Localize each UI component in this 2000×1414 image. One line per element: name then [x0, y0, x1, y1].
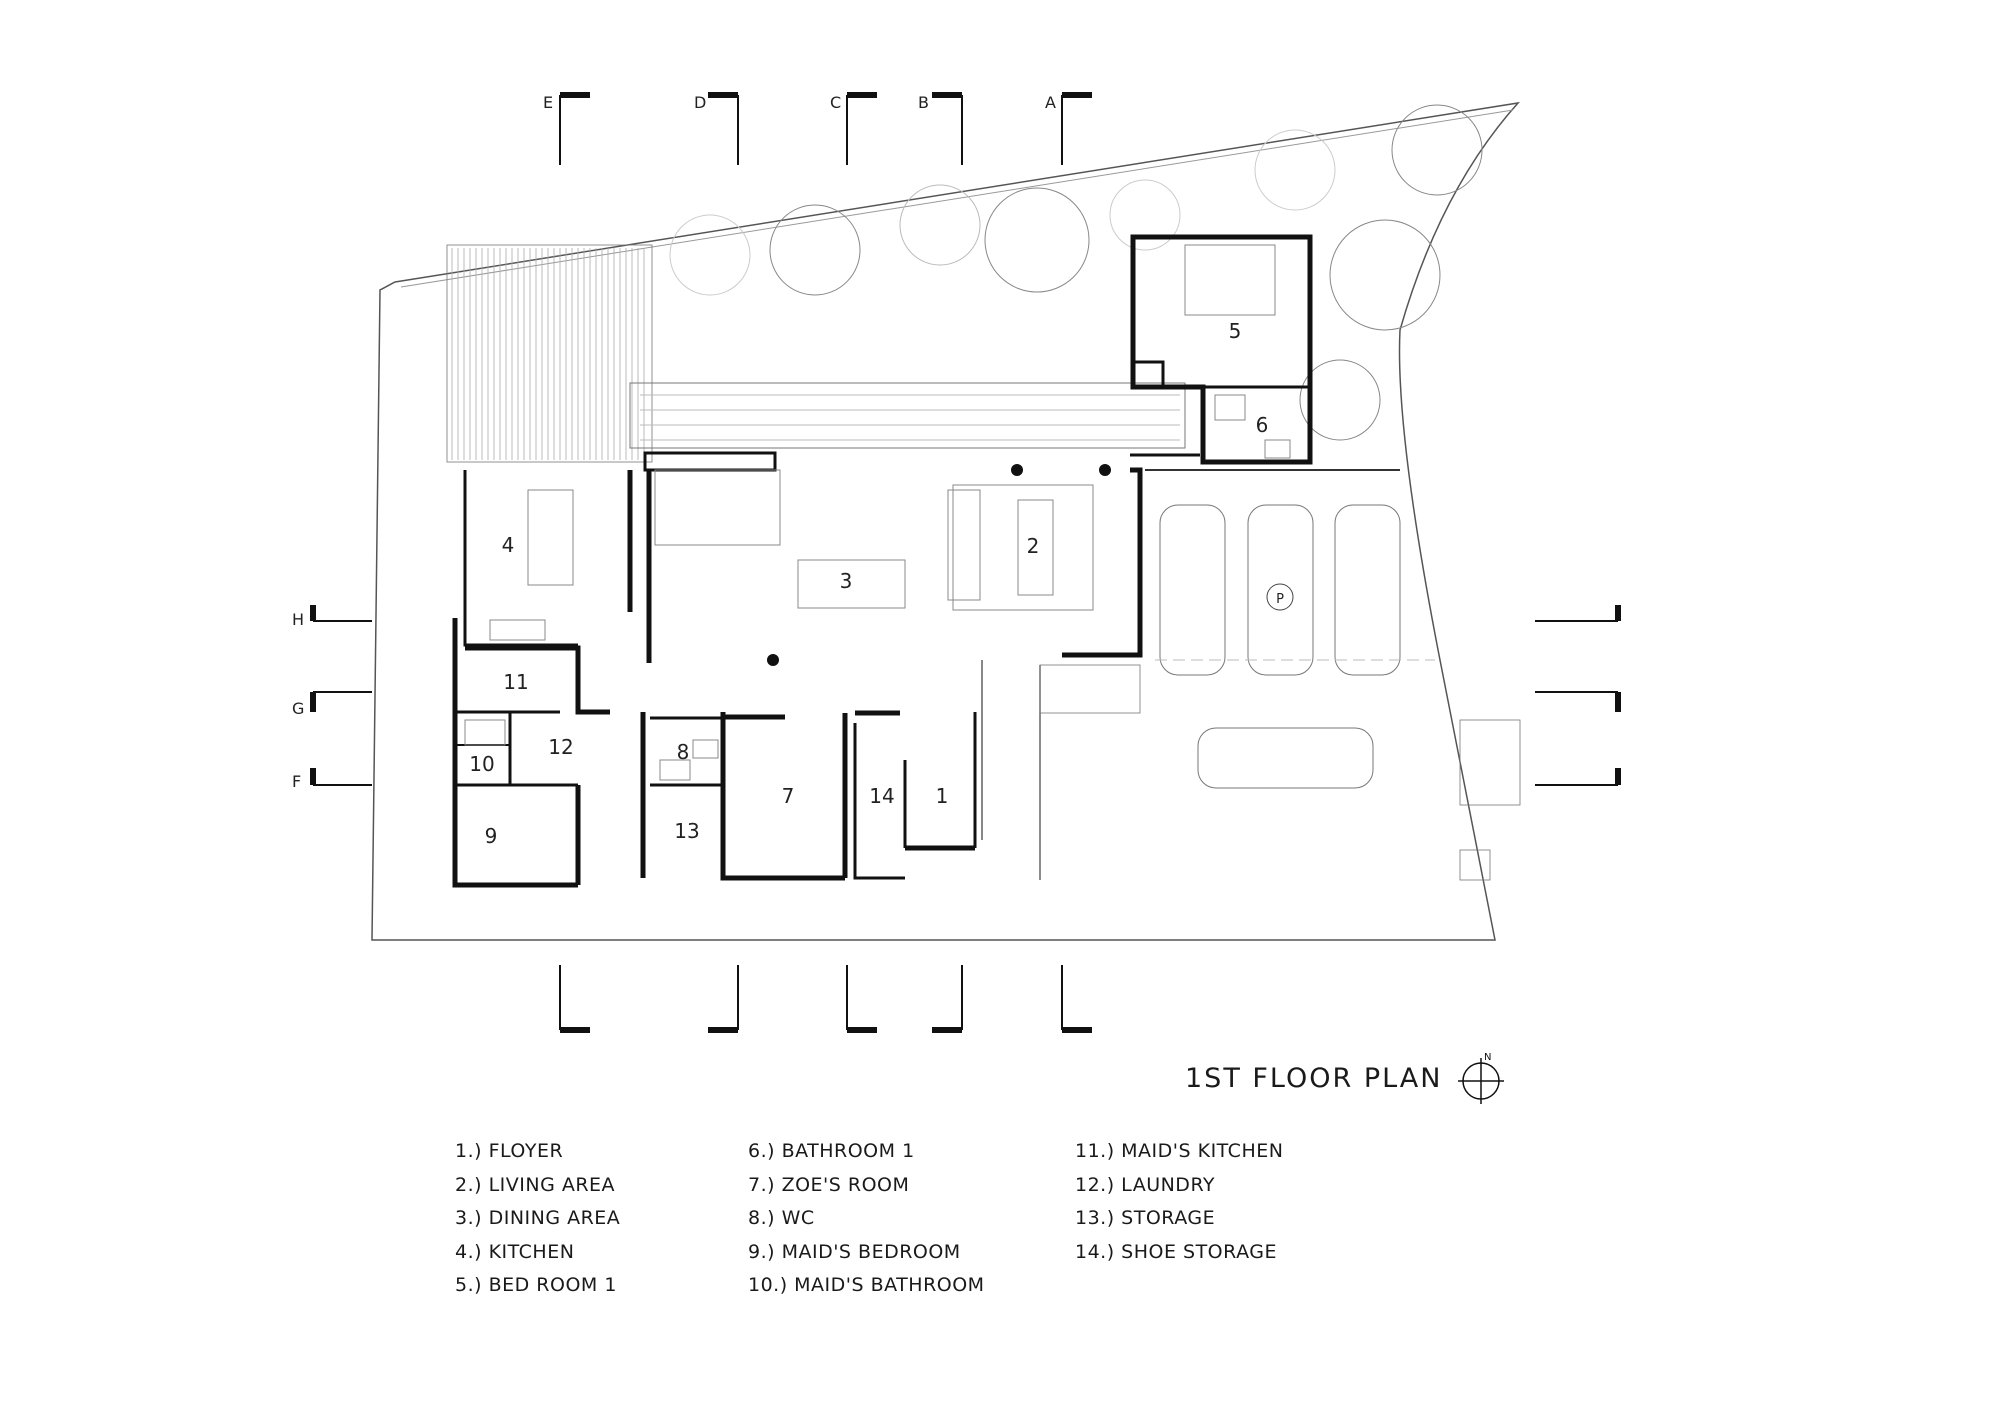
parking-symbol: P: [1276, 592, 1284, 607]
section-label-a: A: [1045, 93, 1056, 112]
ramp-hatch: [1039, 664, 1521, 881]
room-number-12: 12: [548, 735, 573, 759]
legend-column-2: 6.) BATHROOM 1 7.) ZOE'S ROOM 8.) WC 9.)…: [748, 1135, 985, 1303]
room-number-8: 8: [677, 740, 690, 764]
room-number-2: 2: [1027, 534, 1040, 558]
section-markers-bottom: [559, 965, 1092, 1033]
legend-item: 2.) LIVING AREA: [455, 1173, 616, 1196]
north-arrow-icon: N: [1458, 1052, 1504, 1104]
walls: [452, 234, 1313, 888]
section-label-d: D: [694, 93, 706, 112]
furniture: [464, 244, 1291, 781]
room-number-11: 11: [503, 670, 528, 694]
deck-hatch: [446, 244, 653, 463]
room-numbers: 1 2 3 4 5 6 7 8 9 10 11 12 13 14 P: [469, 319, 1284, 848]
structural-columns: [767, 464, 1111, 666]
room-number-4: 4: [502, 533, 515, 557]
legend-item: 11.) MAID'S KITCHEN: [1075, 1140, 1284, 1162]
legend-item: 1.) FLOYER: [455, 1140, 564, 1162]
section-markers-right: [1535, 605, 1621, 786]
section-markers-top: [559, 92, 1092, 165]
section-label-b: B: [918, 93, 929, 112]
room-number-3: 3: [840, 569, 853, 593]
legend-item: 12.) LAUNDRY: [1075, 1173, 1216, 1196]
section-label-h: H: [292, 610, 304, 629]
legend-column-3: 11.) MAID'S KITCHEN 12.) LAUNDRY 13.) ST…: [1075, 1135, 1283, 1269]
room-number-6: 6: [1256, 413, 1269, 437]
section-letters: E D C B A H G F: [292, 93, 1056, 791]
room-number-13: 13: [674, 819, 699, 843]
legend-item: 6.) BATHROOM 1: [748, 1140, 915, 1162]
north-label: N: [1484, 1052, 1491, 1063]
legend-item: 8.) WC: [748, 1207, 815, 1230]
terrace: [629, 382, 1186, 449]
legend-item: 14.) SHOE STORAGE: [1075, 1240, 1277, 1263]
room-number-9: 9: [485, 824, 498, 848]
legend-item: 4.) KITCHEN: [455, 1240, 575, 1263]
section-label-e: E: [543, 93, 553, 112]
room-number-14: 14: [869, 784, 894, 808]
parking-area: [1145, 469, 1435, 789]
section-label-g: G: [292, 699, 304, 718]
legend-item: 10.) MAID'S BATHROOM: [748, 1274, 985, 1297]
legend-item: 9.) MAID'S BEDROOM: [748, 1240, 961, 1263]
legend-item: 3.) DINING AREA: [455, 1207, 621, 1230]
room-number-7: 7: [782, 784, 795, 808]
legend-item: 7.) ZOE'S ROOM: [748, 1173, 910, 1196]
room-number-5: 5: [1229, 319, 1242, 343]
section-label-f: F: [292, 772, 301, 791]
legend-item: 13.) STORAGE: [1075, 1207, 1216, 1230]
section-label-c: C: [830, 93, 841, 112]
tree-group: [669, 104, 1483, 441]
legend-column-1: 1.) FLOYER 2.) LIVING AREA 3.) DINING AR…: [455, 1135, 620, 1303]
room-number-1: 1: [936, 784, 949, 808]
room-number-10: 10: [469, 752, 494, 776]
plan-title: 1ST FLOOR PLAN: [1185, 1063, 1443, 1094]
site-boundary: [371, 101, 1520, 941]
legend-item: 5.) BED ROOM 1: [455, 1274, 617, 1297]
section-markers-left: [310, 605, 372, 786]
